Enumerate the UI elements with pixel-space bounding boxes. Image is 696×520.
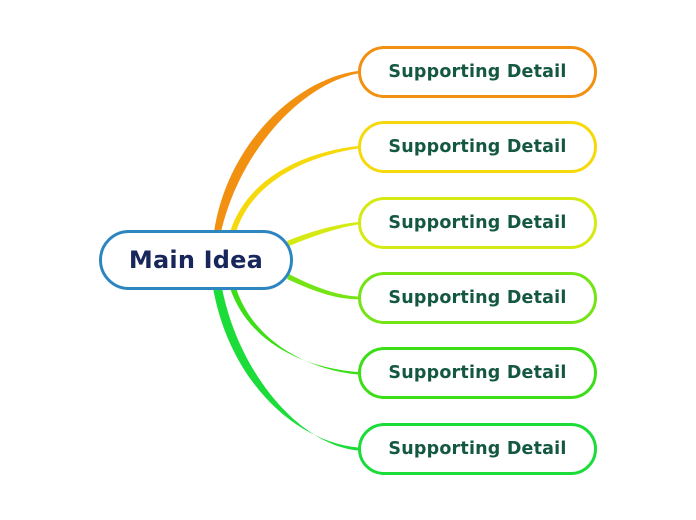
connector-to-detail-4 (287, 274, 358, 300)
connector-to-detail-3 (287, 222, 358, 246)
detail-node-3[interactable]: Supporting Detail (358, 197, 597, 249)
detail-node-4-label: Supporting Detail (388, 288, 567, 308)
detail-node-3-label: Supporting Detail (388, 213, 567, 233)
main-idea-label: Main Idea (128, 246, 264, 274)
detail-node-1[interactable]: Supporting Detail (358, 46, 597, 98)
detail-node-2[interactable]: Supporting Detail (358, 121, 597, 173)
main-idea-node[interactable]: Main Idea (99, 230, 293, 290)
detail-node-6[interactable]: Supporting Detail (358, 423, 597, 475)
connector-to-detail-5 (230, 288, 358, 375)
detail-node-5-label: Supporting Detail (388, 363, 567, 383)
detail-node-5[interactable]: Supporting Detail (358, 347, 597, 399)
detail-node-1-label: Supporting Detail (388, 62, 567, 82)
detail-node-4[interactable]: Supporting Detail (358, 272, 597, 324)
detail-node-6-label: Supporting Detail (388, 439, 567, 459)
detail-node-2-label: Supporting Detail (388, 137, 567, 157)
